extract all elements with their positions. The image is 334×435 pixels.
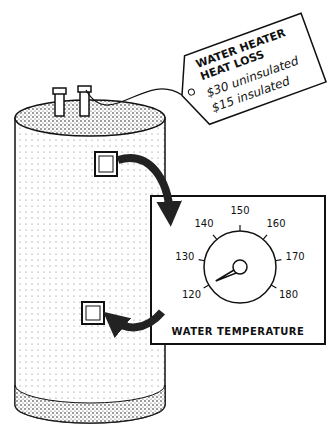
dial-ring (204, 231, 276, 303)
dial-number: 120 (182, 289, 201, 301)
lower-panel-inner (86, 306, 100, 320)
dial-knob (233, 260, 247, 274)
dial-title: WATER TEMPERATURE (152, 326, 324, 337)
dial-number: 130 (175, 251, 194, 263)
insulation-band (15, 385, 165, 423)
dial-tick (213, 235, 217, 240)
dial-tick (275, 260, 281, 261)
dial-tick (263, 235, 267, 240)
dial-tick (204, 285, 209, 288)
dial-number: 150 (230, 205, 249, 217)
tag-hole (188, 88, 196, 96)
tag-shape (170, 13, 327, 129)
dial-number: 160 (266, 218, 285, 230)
upper-panel-inner (99, 156, 113, 172)
dial-tick (199, 260, 205, 261)
tag-string (86, 89, 182, 105)
heater-body (15, 118, 165, 423)
upper-panel (95, 152, 117, 176)
dial-number: 170 (286, 251, 305, 263)
price-tag: WATER HEATER HEAT LOSS$30 uninsulated$15… (170, 13, 327, 129)
dial-number: 180 (279, 289, 298, 301)
lower-panel (82, 302, 104, 324)
dial-face (152, 197, 324, 343)
insulation-top (15, 100, 165, 136)
temperature-dial: WATER TEMPERATURE (150, 195, 326, 345)
dial-number: 140 (194, 218, 213, 230)
pipes (53, 86, 91, 116)
dial-tick (239, 225, 240, 231)
dial-tick (271, 285, 276, 288)
